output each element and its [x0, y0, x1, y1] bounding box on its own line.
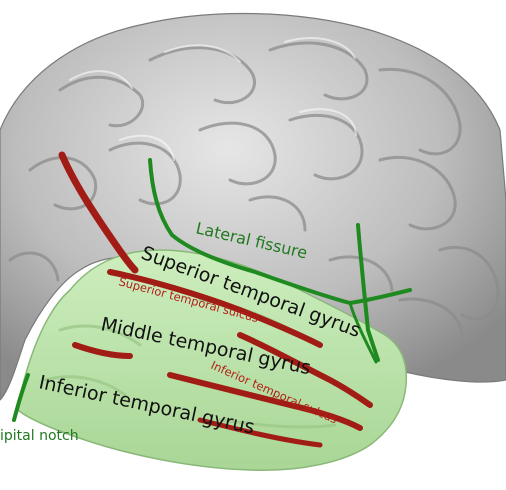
cerebral-cortex: [0, 12, 506, 401]
label-preoccipital-notch: ipital notch: [0, 428, 79, 444]
sulci: [58, 151, 373, 448]
lateral-fissure-line: [148, 158, 412, 305]
preoccipital-notch-line: [12, 373, 30, 422]
fissures: [12, 158, 412, 422]
central-sulcus-region: [58, 151, 139, 274]
inferior-temporal-sulcus-line: [167, 372, 363, 431]
superior-temporal-sulcus-line: [107, 269, 323, 348]
